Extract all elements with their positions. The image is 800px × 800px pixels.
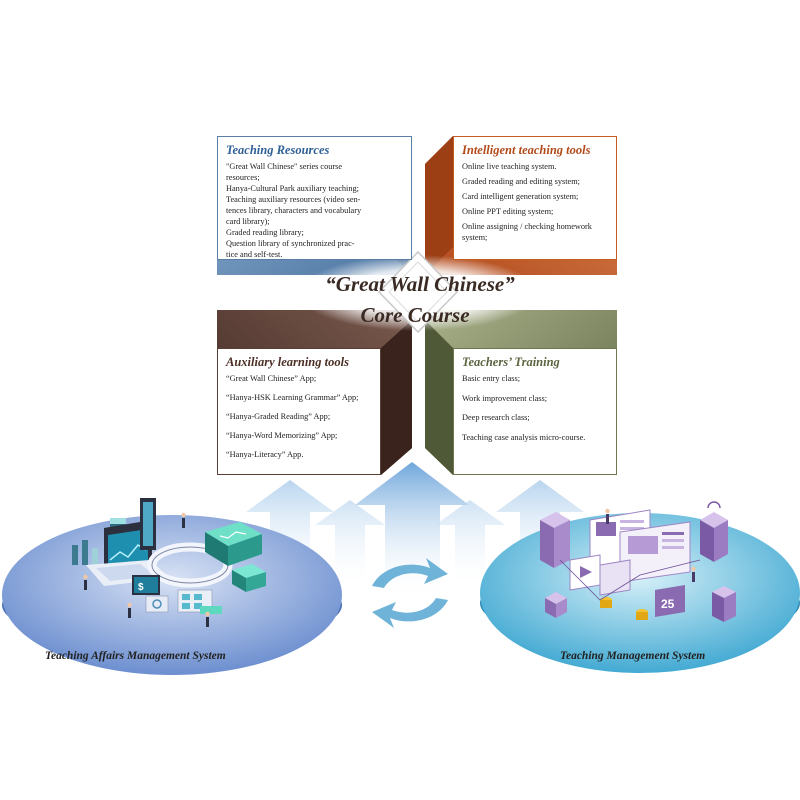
list-item: “Hanya-HSK Learning Grammar” App;	[226, 393, 359, 402]
teaching-management-platform: 25	[480, 501, 800, 673]
list-item: “Hanya-Graded Reading” App;	[226, 412, 331, 421]
list-item: Basic entry class;	[462, 374, 521, 383]
list-item: Deep research class;	[462, 413, 530, 422]
exchange-arrows-icon	[372, 558, 448, 628]
center-title-line-1: “Great Wall Chinese”	[325, 272, 515, 296]
center-diamond	[298, 250, 538, 334]
intelligent-tools-panel: Intelligent teaching tools Online live t…	[453, 136, 617, 260]
list-item: Online PPT editing system;	[462, 207, 554, 216]
list-item: Question library of synchronized prac-	[226, 239, 355, 248]
list-item: Teaching auxiliary resources (video sen-	[226, 195, 361, 204]
list-item: "Great Wall Chinese" series course	[226, 162, 343, 171]
list-item: Graded reading library;	[226, 228, 304, 237]
list-item: tice and self-test.	[226, 250, 283, 259]
list-item: Hanya-Cultural Park auxiliary teaching;	[226, 184, 359, 193]
right-system-caption: Teaching Management System	[560, 650, 706, 662]
list-item: Online assigning / checking homework	[462, 222, 592, 231]
badge-25: 25	[661, 597, 675, 611]
teachers-training-list: Basic entry class; Work improvement clas…	[462, 373, 608, 443]
auxiliary-tools-panel: Auxiliary learning tools “Great Wall Chi…	[217, 348, 381, 475]
auxiliary-tools-title: Auxiliary learning tools	[226, 355, 349, 369]
list-item: system;	[462, 233, 488, 242]
left-system-caption: Teaching Affairs Management System	[45, 650, 226, 662]
intelligent-tools-title: Intelligent teaching tools	[462, 143, 591, 157]
list-item: Teaching case analysis micro-course.	[462, 432, 586, 442]
teachers-training-title: Teachers’ Training	[462, 355, 560, 369]
list-item: resources;	[226, 173, 260, 182]
auxiliary-tools-list: “Great Wall Chinese” App; “Hanya-HSK Lea…	[226, 373, 372, 460]
list-item: Card intelligent generation system;	[462, 192, 579, 201]
list-item: Online live teaching system.	[462, 162, 557, 171]
teaching-resources-panel: Teaching Resources "Great Wall Chinese" …	[217, 136, 412, 260]
list-item: card library);	[226, 217, 270, 226]
center-title-line-2: Core Course	[360, 303, 470, 327]
list-item: “Hanya-Literacy” App.	[226, 450, 304, 459]
teaching-resources-list: "Great Wall Chinese" series course resou…	[226, 161, 403, 260]
intelligent-tools-list: Online live teaching system. Graded read…	[462, 161, 608, 243]
list-item: Graded reading and editing system;	[462, 177, 580, 186]
teaching-affairs-platform: $	[2, 498, 342, 675]
teachers-training-panel: Teachers’ Training Basic entry class; Wo…	[453, 348, 617, 475]
upward-arrows	[246, 462, 584, 600]
teaching-resources-title: Teaching Resources	[226, 143, 330, 157]
list-item: tences library, characters and vocabular…	[226, 206, 362, 215]
list-item: “Great Wall Chinese” App;	[226, 374, 317, 383]
list-item: “Hanya-Word Memorizing” App;	[226, 431, 338, 440]
list-item: Work improvement class;	[462, 393, 548, 403]
svg-text:$: $	[138, 582, 144, 593]
